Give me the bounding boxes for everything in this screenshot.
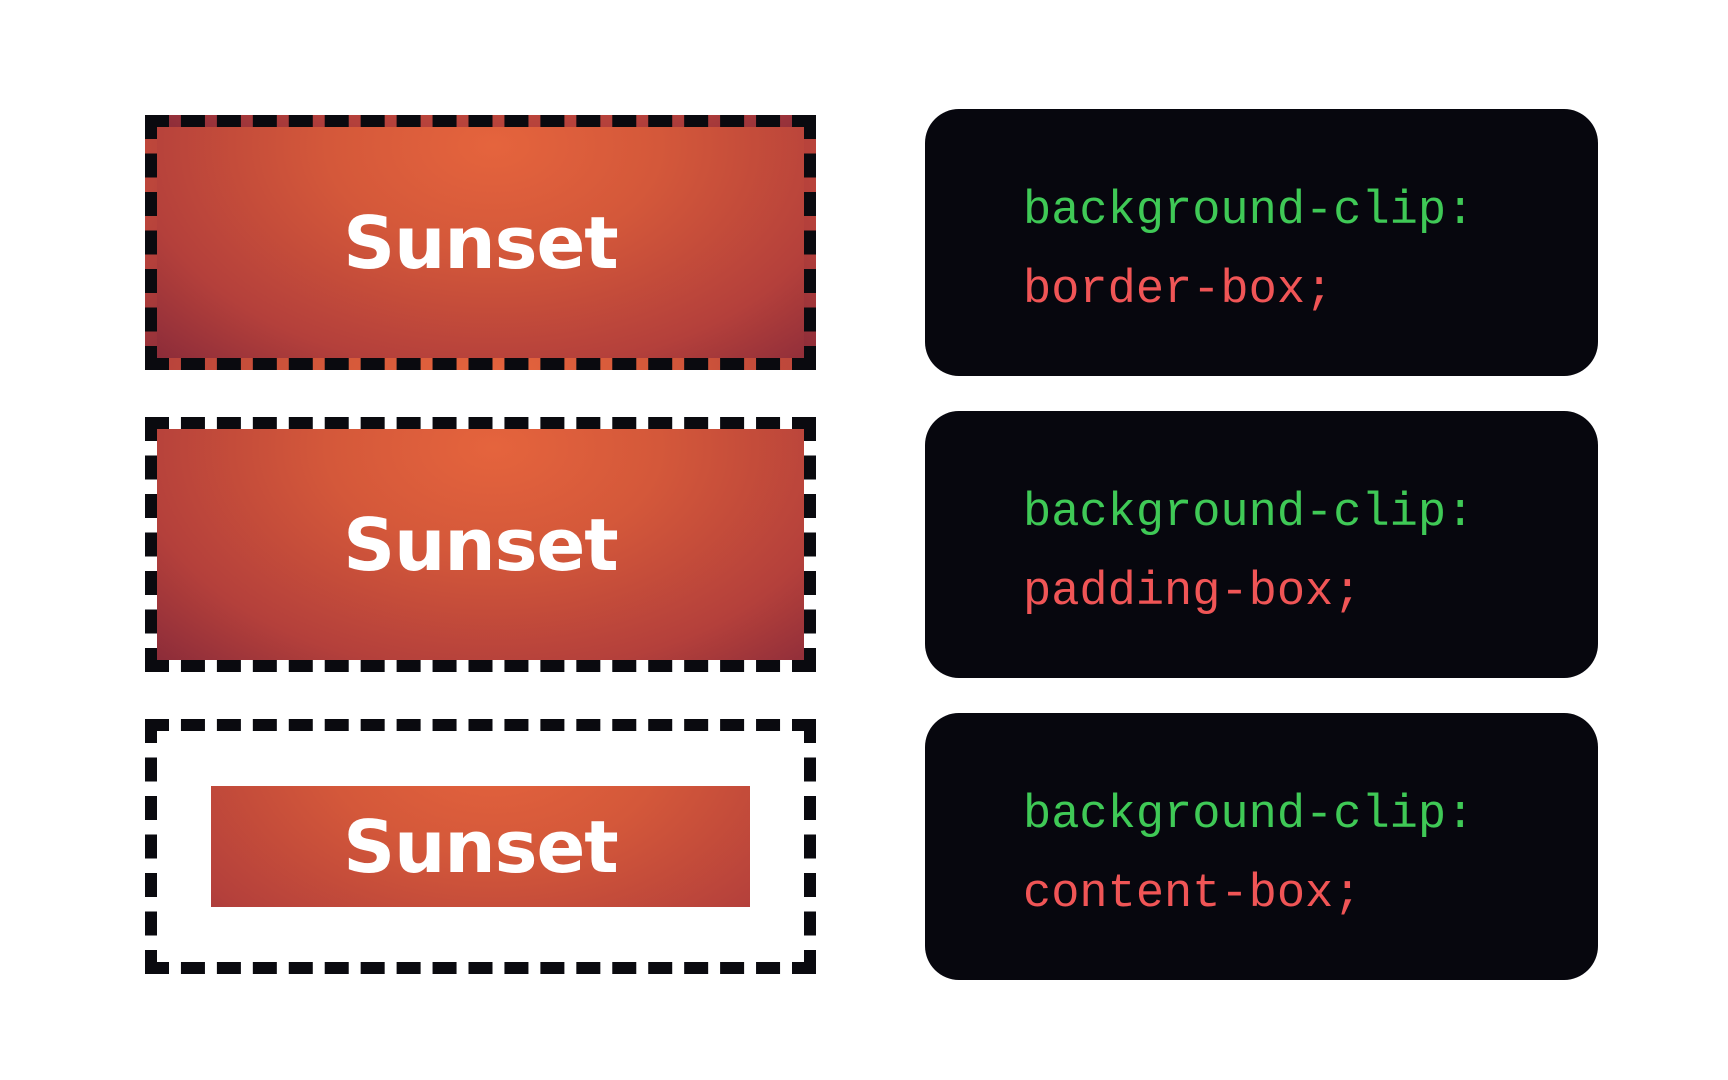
demo-box-border-box: Sunset (145, 115, 816, 370)
code-property: background-clip: (1023, 789, 1475, 842)
demo-label: Sunset (343, 502, 618, 587)
code-property: background-clip: (1023, 185, 1475, 238)
demo-box-padding-box: Sunset (145, 417, 816, 672)
row-padding-box: Sunset background-clip: padding-box; (0, 0, 1728, 678)
code-property: background-clip: (1023, 487, 1475, 540)
code-value: content-box; (1023, 868, 1362, 921)
row-content-box: Sunset background-clip: content-box; (0, 0, 1728, 980)
demo-label: Sunset (343, 200, 618, 285)
code-value: padding-box; (1023, 566, 1362, 619)
code-block-padding-box: background-clip: padding-box; (925, 411, 1598, 678)
demo-label: Sunset (343, 804, 618, 889)
code-block-border-box: background-clip: border-box; (925, 109, 1598, 376)
code-value: border-box; (1023, 264, 1334, 317)
code-block-content-box: background-clip: content-box; (925, 713, 1598, 980)
row-border-box: Sunset background-clip: border-box; (0, 0, 1728, 376)
demo-box-content-box: Sunset (145, 719, 816, 974)
